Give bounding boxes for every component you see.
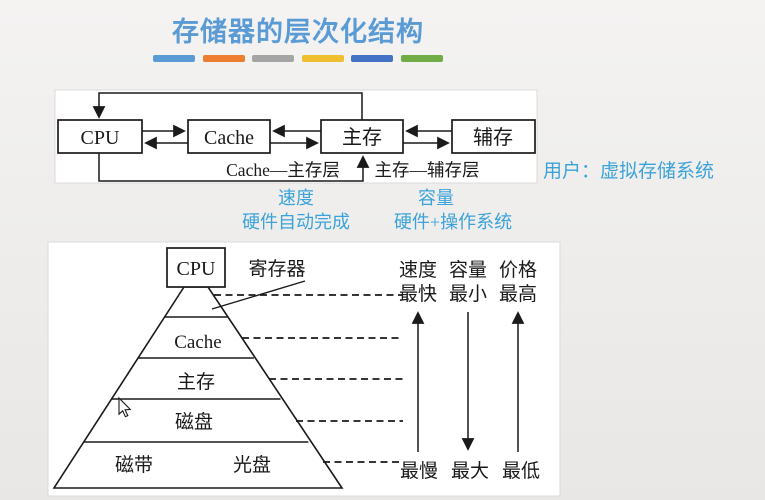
- cpu-box: [57, 119, 143, 154]
- cache-main-arrows: [270, 124, 321, 150]
- slide-title: 存储器的层次化结构: [172, 17, 424, 47]
- hw-auto-label: 硬件自动完成: [242, 212, 350, 232]
- bypass-bottom-line: [98, 153, 370, 182]
- user-note-label: 用户：虚拟存储系统: [543, 160, 714, 182]
- hw-os-label: 硬件+操作系统: [394, 212, 512, 232]
- price-top-label: 最高: [499, 283, 537, 305]
- accent-bar-4: [301, 55, 344, 62]
- dashed-level-lines: [214, 294, 403, 463]
- register-label: 寄存器: [248, 258, 305, 280]
- speed-bottom-label: 最慢: [400, 460, 438, 482]
- accent-bars: [153, 55, 445, 63]
- price-bottom-label: 最低: [502, 460, 540, 482]
- speed-annotation-label: 速度: [278, 188, 314, 208]
- speed-column-header: 速度: [399, 259, 437, 281]
- main-aux-layer-label: 主存—辅存层: [375, 160, 480, 180]
- accent-bar-3: [252, 55, 294, 62]
- register-leader-line: [211, 280, 306, 310]
- accent-bar-1: [153, 55, 195, 62]
- capacity-column-header: 容量: [449, 259, 487, 281]
- cpu-box-label: CPU: [81, 127, 120, 149]
- main-memory-box: [320, 119, 404, 154]
- cache-box-label: Cache: [204, 127, 254, 149]
- aux-storage-box: [451, 119, 536, 154]
- capacity-annotation-label: 容量: [418, 188, 454, 208]
- capacity-top-label: 最小: [449, 283, 487, 305]
- cache-main-layer-label: Cache—主存层: [226, 160, 340, 180]
- cache-box: [187, 119, 271, 154]
- accent-bar-6: [400, 55, 443, 62]
- level-main-label: 主存: [177, 371, 215, 393]
- capacity-bottom-label: 最大: [451, 460, 489, 482]
- speed-top-label: 最快: [399, 283, 437, 305]
- main-aux-arrows: [403, 124, 452, 150]
- price-column-header: 价格: [499, 259, 537, 281]
- bypass-top-line: [92, 92, 363, 120]
- level-disk-label: 磁盘: [175, 411, 213, 433]
- cpu-cache-arrows: [142, 124, 188, 150]
- accent-bar-5: [351, 55, 393, 62]
- level-optical-label: 光盘: [233, 454, 271, 476]
- pyramid-cpu-label: CPU: [177, 258, 216, 280]
- pyramid-cpu-box: [166, 247, 226, 288]
- aux-storage-box-label: 辅存: [473, 126, 513, 149]
- level-cache-label: Cache: [174, 332, 221, 353]
- level-tape-label: 磁带: [115, 454, 153, 476]
- accent-bar-2: [202, 55, 245, 62]
- pyramid-dividers: [83, 316, 309, 443]
- main-memory-box-label: 主存: [342, 126, 382, 149]
- mouse-cursor: [118, 396, 132, 418]
